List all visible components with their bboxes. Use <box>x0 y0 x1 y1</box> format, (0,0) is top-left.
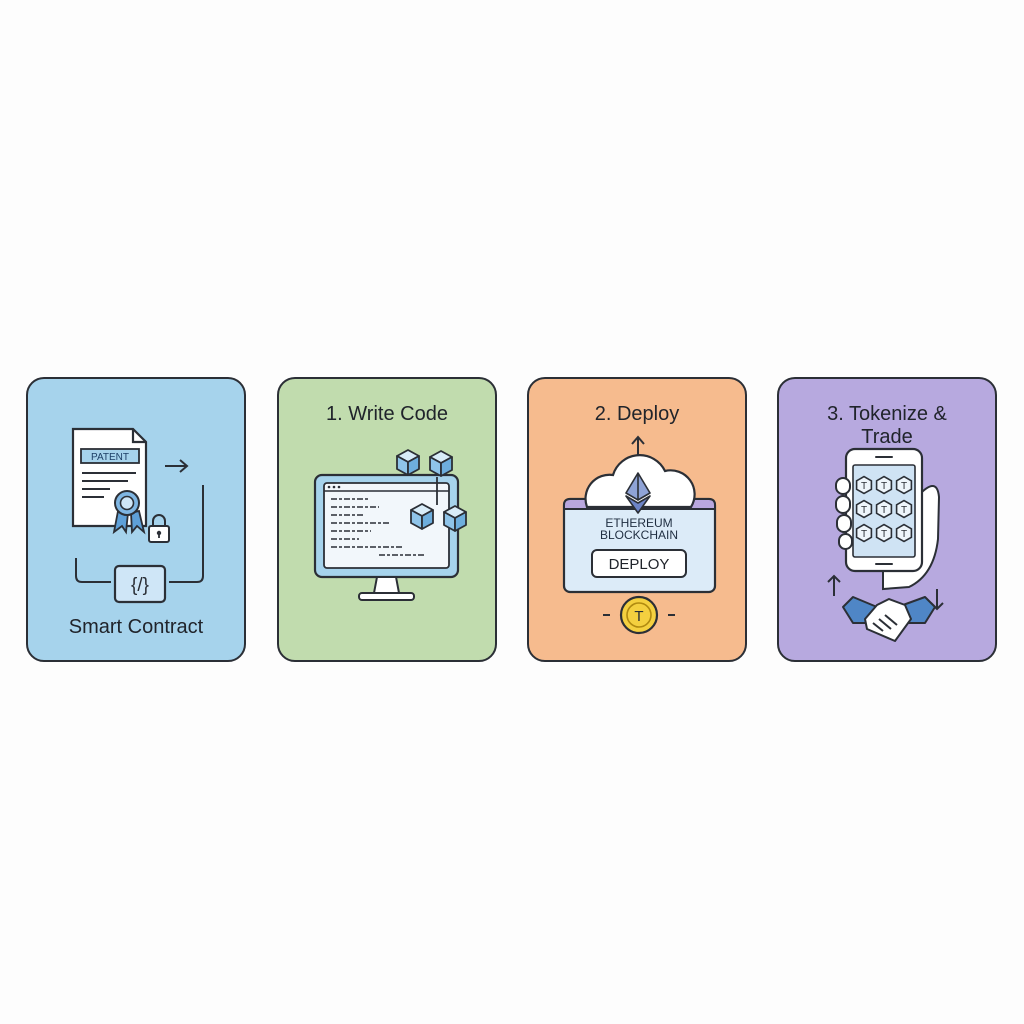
deploy-window <box>562 497 717 594</box>
token-hexagon-icon: T <box>895 499 913 519</box>
padlock-icon <box>148 514 170 543</box>
handshake-icon <box>842 596 936 642</box>
card-title-tokenize-trade: 3. Tokenize & Trade <box>779 403 995 449</box>
coin-icon: T <box>603 595 675 635</box>
code-label: {/} <box>131 575 149 596</box>
arrow-up-icon <box>827 574 841 596</box>
deploy-illustration: ETHEREUM BLOCKCHAIN DEPLOY T <box>562 435 717 635</box>
token-hexagon-icon: T <box>895 523 913 543</box>
smart-contract-illustration: PATENT <box>71 427 204 604</box>
card-write-code: 1. Write Code <box>277 377 497 662</box>
token-grid: T T T T T T T T T <box>855 475 913 543</box>
token-hexagon-icon: T <box>875 499 893 519</box>
token-symbol: T <box>901 481 907 492</box>
token-hexagon-icon: T <box>875 523 893 543</box>
deploy-button-label: DEPLOY <box>609 556 670 573</box>
fingers-icon <box>835 477 853 550</box>
card-title-write-code: 1. Write Code <box>326 403 448 425</box>
patent-label: PATENT <box>91 452 129 463</box>
award-ribbon-icon <box>112 490 146 535</box>
card-title-line1: 3. Tokenize & <box>827 403 947 425</box>
token-symbol: T <box>881 529 887 540</box>
token-symbol: T <box>881 481 887 492</box>
cube-blocks-icon <box>396 449 467 532</box>
monitor-icon <box>313 473 460 601</box>
flow-connector <box>75 485 204 583</box>
token-hexagon-icon: T <box>895 475 913 495</box>
token-symbol: T <box>861 529 867 540</box>
token-symbol: T <box>861 481 867 492</box>
token-symbol: T <box>901 505 907 516</box>
token-hexagon-icon: T <box>855 523 873 543</box>
token-symbol: T <box>861 505 867 516</box>
network-label-line1: ETHEREUM <box>605 516 672 530</box>
token-hexagon-icon: T <box>875 475 893 495</box>
coin-symbol: T <box>634 608 643 625</box>
deploy-button: DEPLOY <box>591 549 687 578</box>
card-deploy: 2. Deploy ETHEREUM BLOCKCHAIN D <box>527 377 747 662</box>
token-hexagon-icon: T <box>855 499 873 519</box>
write-code-illustration <box>313 449 467 601</box>
card-title-smart-contract: Smart Contract <box>68 616 204 638</box>
token-symbol: T <box>881 505 887 516</box>
ethereum-logo-icon <box>625 472 651 514</box>
token-symbol: T <box>901 529 907 540</box>
card-title-deploy: 2. Deploy <box>594 403 680 425</box>
card-smart-contract: PATENT <box>26 377 246 662</box>
card-tokenize-trade: 3. Tokenize & Trade T T T T T T T T T <box>777 377 997 662</box>
tokenize-trade-illustration: T T T T T T T T T <box>827 447 944 642</box>
arrow-right-icon <box>165 459 189 473</box>
token-hexagon-icon: T <box>855 475 873 495</box>
card-title-line2: Trade <box>861 426 913 448</box>
code-brackets-icon: {/} <box>113 564 167 604</box>
network-label-line2: BLOCKCHAIN <box>600 528 678 542</box>
